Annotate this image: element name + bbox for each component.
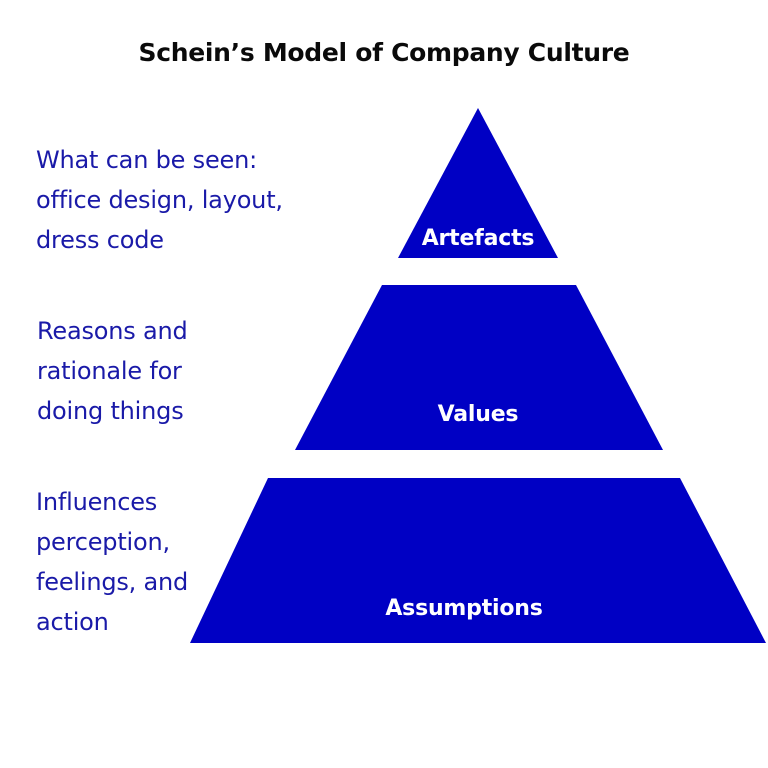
artefacts-label: Artefacts [421, 226, 535, 251]
assumptions-trapezoid [190, 478, 766, 643]
artefacts-triangle [398, 108, 558, 258]
artefacts-description: What can be seen: office design, layout,… [36, 146, 283, 254]
values-description: Reasons and rationale for doing things [37, 317, 188, 425]
values-label: Values [437, 402, 519, 427]
values-trapezoid [295, 285, 663, 450]
diagram-title: Schein’s Model of Company Culture [138, 38, 630, 67]
assumptions-label: Assumptions [385, 596, 543, 621]
assumptions-description: Influences perception, feelings, and act… [36, 488, 189, 636]
